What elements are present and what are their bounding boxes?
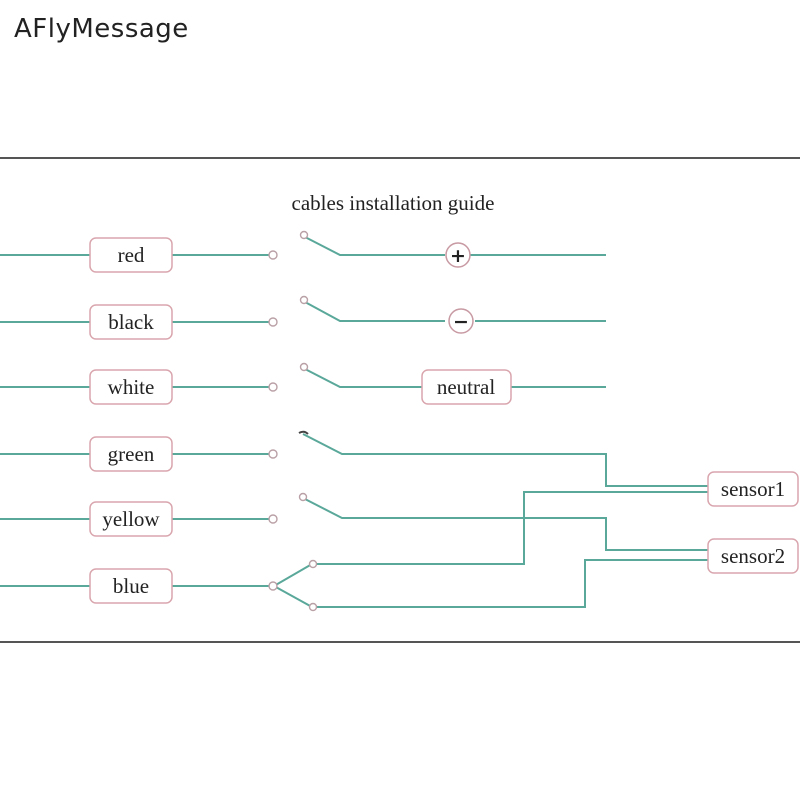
switch-white (304, 368, 422, 388)
label-sensor1: sensor1 (721, 477, 785, 501)
node-green (268, 449, 278, 459)
switch-yellow-to-sensor2 (302, 497, 708, 551)
label-black: black (108, 310, 154, 334)
label-neutral: neutral (437, 375, 495, 399)
switch-node-yellow (298, 492, 308, 502)
box-green (89, 436, 173, 472)
watermark-logo-text: AFlyMessage (14, 14, 189, 44)
node-blue (268, 581, 278, 591)
label-white: white (108, 375, 155, 399)
box-red (89, 237, 173, 273)
diagram-title: cables installation guide (292, 191, 495, 215)
box-black (89, 304, 173, 340)
box-sensor1 (707, 471, 799, 507)
plus-terminal-circle (445, 242, 471, 268)
label-blue: blue (113, 574, 149, 598)
switch-node-white (299, 362, 309, 372)
label-green: green (108, 442, 155, 466)
switch-black (304, 301, 445, 322)
switch-red (304, 236, 445, 256)
switch-node-green (298, 430, 309, 435)
label-yellow: yellow (102, 507, 160, 531)
plus-icon: + (450, 245, 466, 267)
box-yellow (89, 501, 173, 537)
node-red (268, 250, 278, 260)
fork-node-bottom (308, 602, 318, 612)
node-white (268, 382, 278, 392)
minus-icon: − (453, 311, 469, 333)
diagram-frame (0, 157, 800, 643)
switch-node-black (299, 295, 309, 305)
box-blue (89, 568, 173, 604)
box-sensor2 (707, 538, 799, 574)
switch-green-to-sensor1 (302, 433, 708, 487)
node-black (268, 317, 278, 327)
fork-node-top (308, 559, 318, 569)
blue-fork-to-sensor1 (273, 491, 708, 587)
minus-terminal-circle (448, 308, 474, 334)
box-neutral (421, 369, 512, 405)
label-red: red (118, 243, 145, 267)
box-white (89, 369, 173, 405)
blue-fork-to-sensor2 (273, 559, 708, 608)
label-sensor2: sensor2 (721, 544, 785, 568)
switch-node-red (299, 230, 309, 240)
node-yellow (268, 514, 278, 524)
